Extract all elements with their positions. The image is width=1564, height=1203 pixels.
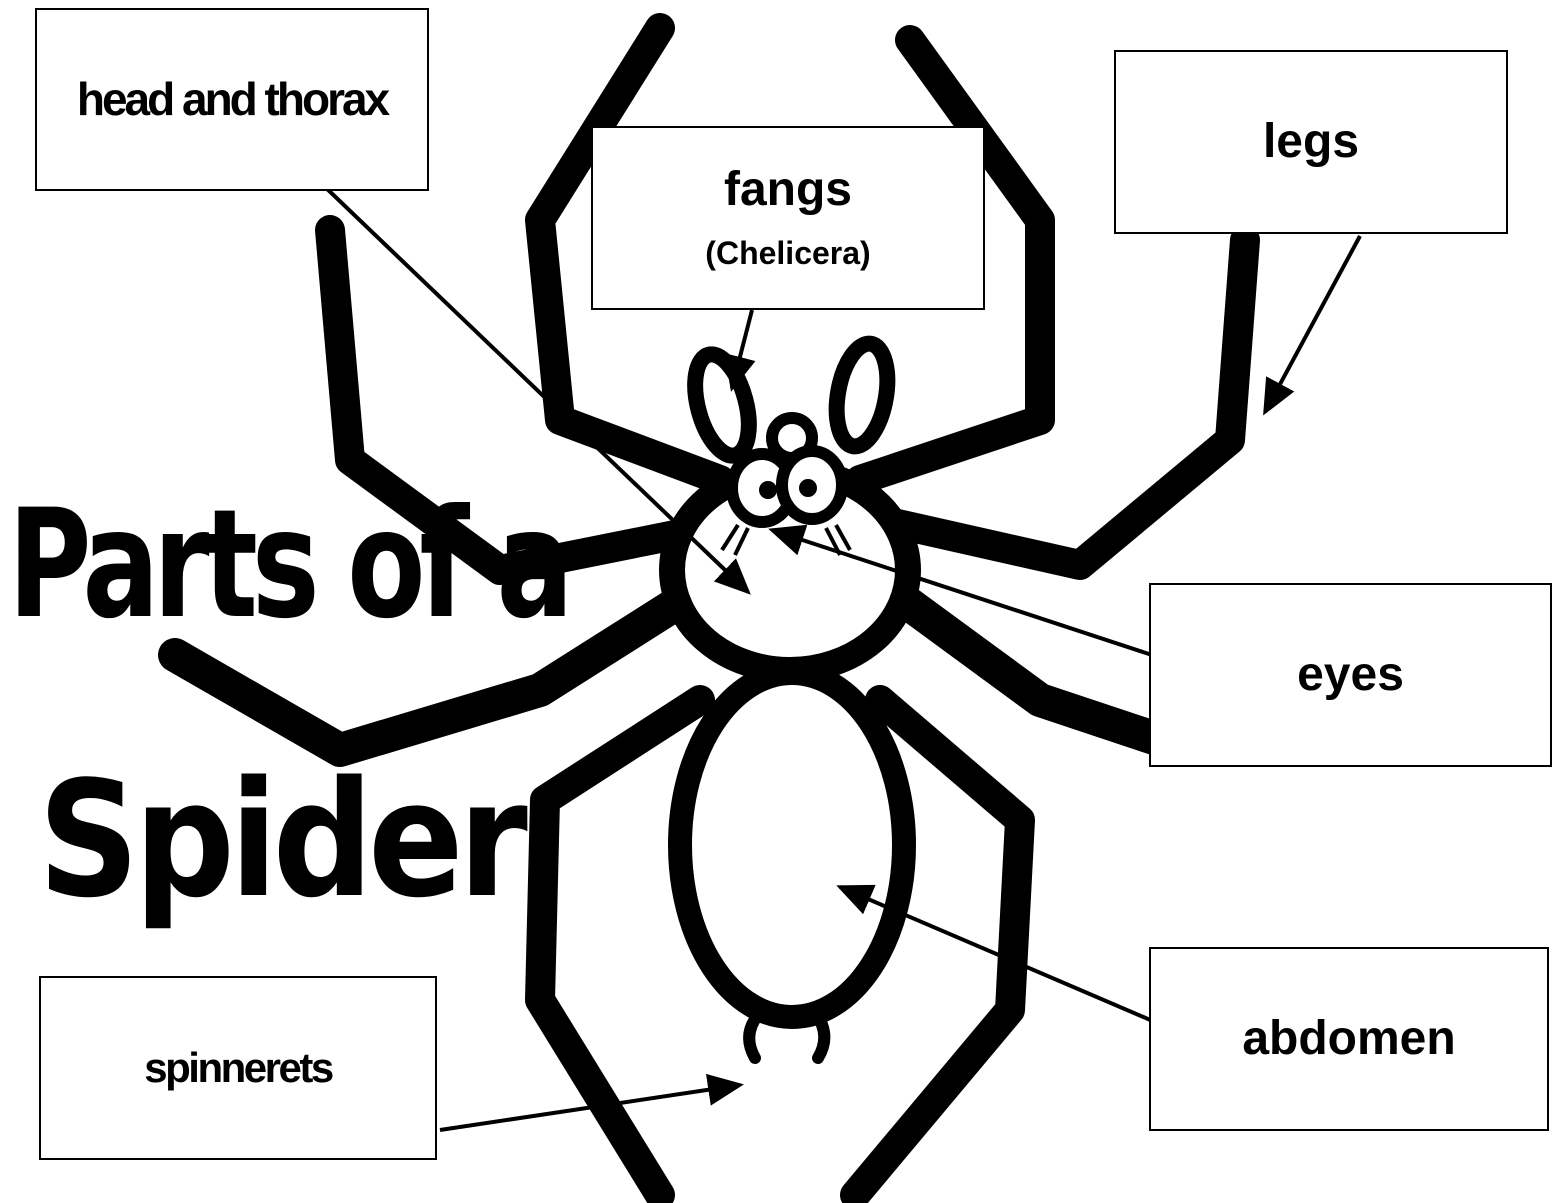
label-eyes-text: eyes	[1297, 649, 1404, 702]
label-spinnerets-text: spinnerets	[144, 1045, 331, 1091]
label-legs: legs	[1114, 50, 1508, 234]
title-line-2: Spider	[38, 760, 522, 920]
label-head-and-thorax: head and thorax	[35, 8, 429, 191]
label-head-and-thorax-text: head and thorax	[77, 74, 387, 125]
label-abdomen-text: abdomen	[1242, 1013, 1455, 1066]
spider-abdomen	[680, 673, 904, 1017]
label-spinnerets: spinnerets	[39, 976, 437, 1160]
label-fangs-text: fangs	[724, 164, 852, 217]
label-legs-text: legs	[1263, 116, 1359, 169]
title-line-1: Parts of a	[8, 490, 567, 640]
label-eyes: eyes	[1149, 583, 1552, 767]
leg-back-left	[540, 700, 700, 1195]
spider-eyes	[732, 451, 842, 522]
label-fangs: fangs (Chelicera)	[591, 126, 985, 310]
pointer-legs	[1265, 236, 1360, 412]
label-abdomen: abdomen	[1149, 947, 1549, 1131]
label-fangs-subtext: (Chelicera)	[705, 235, 870, 272]
